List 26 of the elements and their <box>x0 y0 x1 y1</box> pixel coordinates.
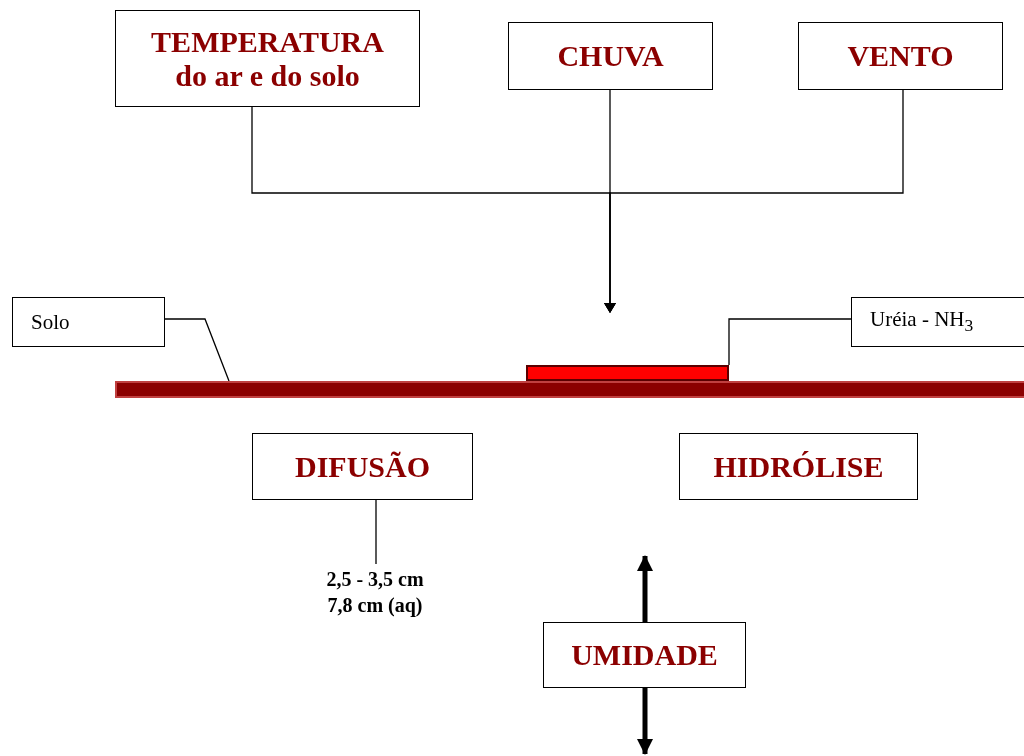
process-box <box>679 433 918 500</box>
box-title: DIFUSÃO <box>295 449 430 484</box>
factor-box <box>115 10 420 107</box>
box-label: Uréia - NH$_{3}$ <box>870 307 974 337</box>
box-title: HIDRÓLISE <box>713 449 884 484</box>
box-title: UMIDADE <box>571 638 718 672</box>
leader-line <box>728 318 852 366</box>
arrow <box>637 688 653 755</box>
arrow <box>637 555 653 622</box>
box-title: CHUVA <box>557 39 664 73</box>
soil-layer <box>115 381 1024 398</box>
process-box <box>252 433 473 500</box>
box-label: Solo <box>31 309 70 335</box>
label-box <box>12 297 165 347</box>
factor-box <box>798 22 1003 90</box>
factor-box <box>508 22 713 90</box>
factor-box <box>543 622 746 688</box>
label-box <box>851 297 1024 347</box>
box-title: TEMPERATURA <box>151 24 384 59</box>
depth-note: 2,5 - 3,5 cm 7,8 cm (aq) <box>325 567 425 618</box>
arrow <box>604 89 904 313</box>
leader-line <box>375 499 377 565</box>
box-title: VENTO <box>847 39 954 73</box>
box-title: do ar e do solo <box>175 58 360 93</box>
leader-line <box>164 318 230 382</box>
urea-strip <box>526 365 729 381</box>
